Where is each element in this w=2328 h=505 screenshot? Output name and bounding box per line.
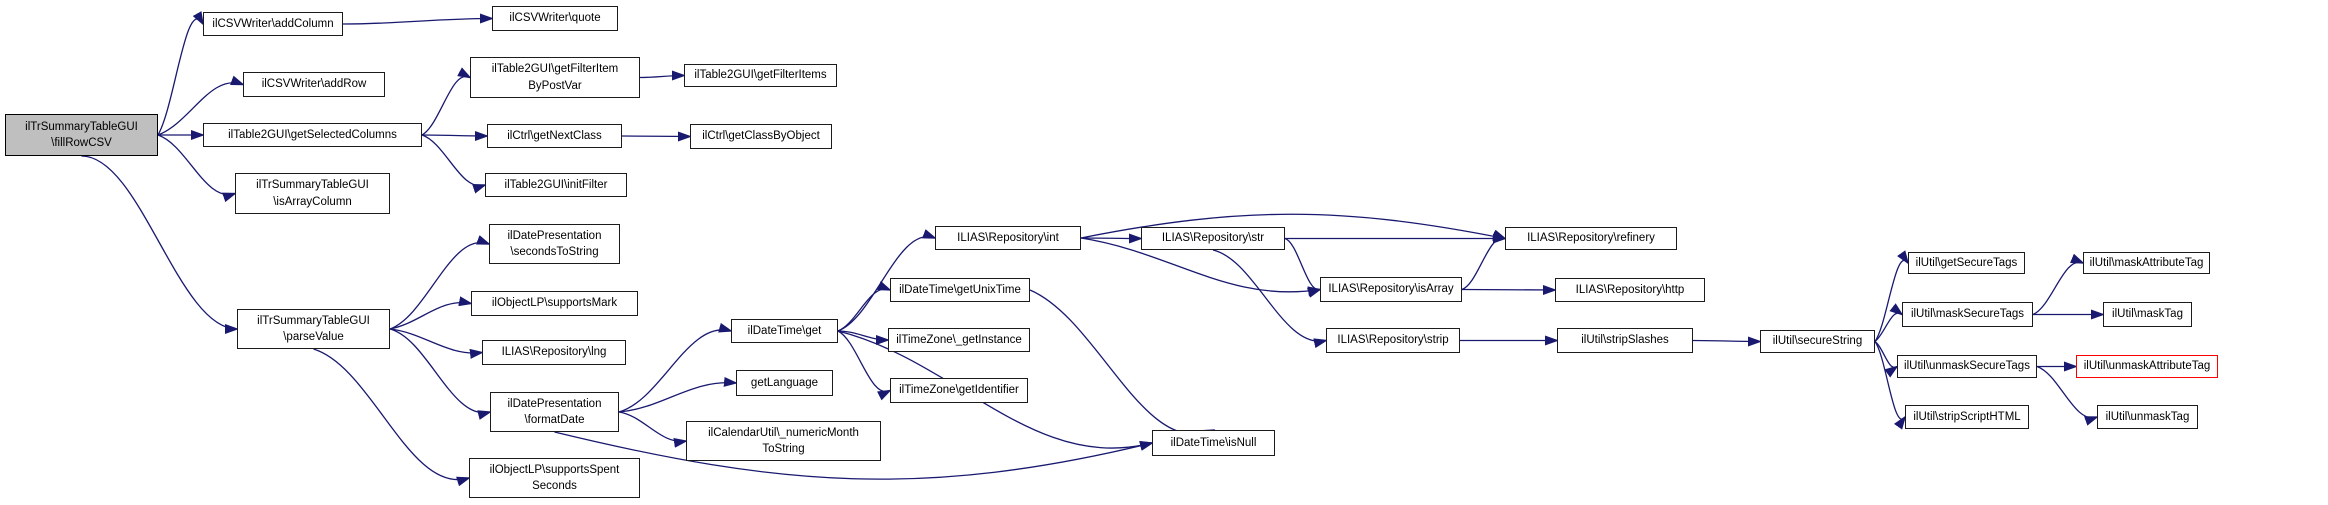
- graph-node-str[interactable]: ILIAS\Repository\str: [1141, 227, 1285, 250]
- call-edge-getSelectedColumns-to-getNextClass: [421, 130, 489, 141]
- call-edge-secureString-to-unmaskSecureTags: [1874, 340, 1899, 378]
- graph-node-unmaskAttributeTag[interactable]: ilUtil\unmaskAttributeTag: [2076, 355, 2218, 378]
- call-edge-isArray-to-refinery: [1461, 229, 1507, 291]
- call-edge-maskSecureTags-to-maskAttributeTag: [2032, 253, 2085, 316]
- graph-node-getLanguage[interactable]: getLanguage: [736, 370, 833, 396]
- call-edge-getUnixTime-to-isNull: [1029, 289, 1216, 440]
- graph-node-maskSecureTags[interactable]: ilUtil\maskSecureTags: [1902, 302, 2033, 327]
- call-edge-fillRowCSV-to-addColumn: [157, 11, 204, 136]
- graph-node-addColumn[interactable]: ilCSVWriter\addColumn: [203, 12, 343, 36]
- call-edge-formatDate-to-isNull: [554, 431, 1154, 480]
- graph-node-parseValue[interactable]: ilTrSummaryTableGUI \parseValue: [237, 309, 390, 349]
- graph-node-getFilterItemByPostVar[interactable]: ilTable2GUI\getFilterItem ByPostVar: [470, 57, 640, 98]
- graph-node-getFilterItems[interactable]: ilTable2GUI\getFilterItems: [684, 64, 837, 87]
- call-edge-int-to-str: [1080, 233, 1143, 244]
- call-edge-stripSlashes-to-secureString: [1692, 336, 1762, 347]
- graph-node-secureString[interactable]: ilUtil\secureString: [1760, 330, 1875, 353]
- graph-node-isArrayColumn[interactable]: ilTrSummaryTableGUI \isArrayColumn: [235, 173, 390, 214]
- graph-node-getIdentifier[interactable]: ilTimeZone\getIdentifier: [890, 378, 1028, 403]
- call-edge-fillRowCSV-to-parseValue: [81, 155, 239, 334]
- call-edge-secureString-to-stripScriptHTML: [1874, 341, 1907, 430]
- call-edge-str-to-isArray: [1284, 237, 1322, 298]
- graph-node-unmaskTag[interactable]: ilUtil\unmaskTag: [2097, 405, 2198, 429]
- graph-node-supportsSpentSeconds[interactable]: ilObjectLP\supportsSpent Seconds: [469, 458, 640, 498]
- call-edge-get-to-int: [837, 229, 937, 332]
- graph-node-getNextClass[interactable]: ilCtrl\getNextClass: [487, 124, 622, 148]
- graph-node-addRow[interactable]: ilCSVWriter\addRow: [243, 72, 385, 97]
- call-edge-formatDate-to-numericMonthToString: [618, 411, 688, 448]
- call-edge-getSelectedColumns-to-getFilterItemByPostVar: [421, 67, 472, 136]
- call-edge-get-to-getIdentifier: [837, 330, 892, 401]
- call-edge-parseValue-to-lng: [389, 328, 484, 359]
- graph-node-getClassByObject[interactable]: ilCtrl\getClassByObject: [690, 124, 832, 149]
- graph-node-lng[interactable]: ILIAS\Repository\lng: [482, 340, 626, 365]
- call-edge-formatDate-to-getLanguage: [618, 376, 738, 413]
- call-edge-get-to-getInstance: [837, 330, 890, 345]
- call-edge-int-to-refinery: [1080, 213, 1507, 242]
- graph-node-quote[interactable]: ilCSVWriter\quote: [492, 6, 618, 31]
- graph-node-int[interactable]: ILIAS\Repository\int: [935, 226, 1081, 250]
- graph-node-unmaskSecureTags[interactable]: ilUtil\unmaskSecureTags: [1897, 355, 2037, 378]
- graph-node-getSelectedColumns[interactable]: ilTable2GUI\getSelectedColumns: [203, 123, 422, 147]
- graph-node-formatDate[interactable]: ilDatePresentation \formatDate: [490, 392, 619, 432]
- call-edge-fillRowCSV-to-addRow: [157, 75, 245, 136]
- call-edge-secureString-to-maskSecureTags: [1874, 303, 1904, 343]
- call-edge-secureString-to-getSecureTags: [1874, 250, 1910, 342]
- graph-node-secondsToString[interactable]: ilDatePresentation \secondsToString: [489, 224, 620, 264]
- graph-node-getSecureTags[interactable]: ilUtil\getSecureTags: [1908, 252, 2025, 274]
- graph-node-getInstance[interactable]: ilTimeZone\_getInstance: [888, 328, 1030, 352]
- call-edge-get-to-isNull: [837, 330, 1154, 451]
- call-edge-get-to-getUnixTime: [837, 280, 892, 332]
- call-edge-getFilterItemByPostVar-to-getFilterItems: [639, 70, 686, 81]
- graph-node-initFilter[interactable]: ilTable2GUI\initFilter: [485, 173, 627, 197]
- graph-node-maskAttributeTag[interactable]: ilUtil\maskAttributeTag: [2083, 252, 2210, 274]
- graph-node-isArray[interactable]: ILIAS\Repository\isArray: [1320, 277, 1462, 302]
- graph-node-fillRowCSV[interactable]: ilTrSummaryTableGUI \fillRowCSV: [5, 114, 158, 156]
- graph-node-stripScriptHTML[interactable]: ilUtil\stripScriptHTML: [1905, 405, 2029, 429]
- graph-node-stripSlashes[interactable]: ilUtil\stripSlashes: [1557, 328, 1693, 353]
- call-edge-formatDate-to-get: [618, 322, 733, 413]
- call-edge-getNextClass-to-getClassByObject: [621, 131, 692, 142]
- call-edge-getSelectedColumns-to-initFilter: [421, 134, 487, 194]
- call-edge-int-to-isArray: [1080, 237, 1322, 297]
- graph-node-strip[interactable]: ILIAS\Repository\strip: [1326, 328, 1460, 353]
- graph-node-getUnixTime[interactable]: ilDateTime\getUnixTime: [890, 278, 1030, 302]
- graph-node-numericMonthToString[interactable]: ilCalendarUtil\_numericMonth ToString: [686, 421, 881, 461]
- call-edge-isArray-to-http: [1461, 284, 1557, 295]
- graph-node-get[interactable]: ilDateTime\get: [731, 319, 838, 343]
- call-edge-unmaskSecureTags-to-unmaskTag: [2036, 365, 2099, 426]
- graph-node-supportsMark[interactable]: ilObjectLP\supportsMark: [471, 291, 638, 316]
- call-edge-parseValue-to-supportsMark: [389, 296, 473, 330]
- graph-node-maskTag[interactable]: ilUtil\maskTag: [2103, 302, 2192, 327]
- call-edge-addColumn-to-quote: [342, 13, 494, 25]
- call-edge-str-to-strip: [1212, 249, 1328, 349]
- graph-node-isNull[interactable]: ilDateTime\isNull: [1152, 430, 1275, 456]
- call-edge-fillRowCSV-to-isArrayColumn: [157, 134, 237, 203]
- call-edge-parseValue-to-secondsToString: [389, 235, 491, 330]
- call-edge-parseValue-to-formatDate: [389, 328, 492, 420]
- graph-node-refinery[interactable]: ILIAS\Repository\refinery: [1505, 227, 1677, 250]
- graph-node-http[interactable]: ILIAS\Repository\http: [1555, 278, 1705, 302]
- call-edge-parseValue-to-supportsSpentSeconds: [313, 348, 471, 487]
